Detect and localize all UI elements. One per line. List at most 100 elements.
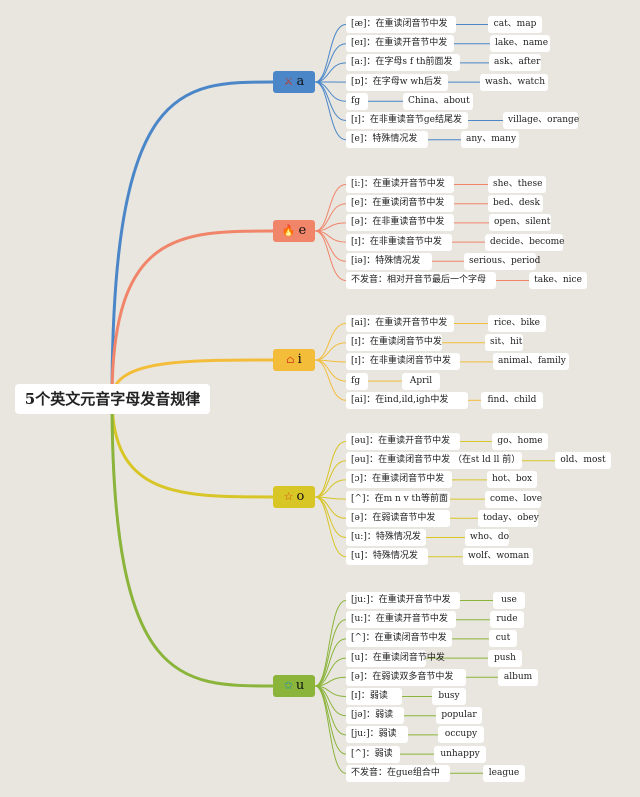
example-node: ask、after <box>489 54 541 72</box>
example-node: sit、hit <box>485 334 523 352</box>
example-node: today、obey <box>478 509 539 527</box>
rule-node: [ə]：在弱读音节中发 <box>346 509 450 527</box>
example-node: lake、name <box>490 35 550 53</box>
rule-node: [ai]：在ind,ild,igh中发 <box>346 391 468 409</box>
item-link <box>314 43 347 83</box>
root-title: 5个英文元音字母发音规律 <box>15 384 210 414</box>
rule-node: [a:]：在字母s f th前面发 <box>346 54 460 72</box>
rule-node: [e]：特殊情况发 <box>346 131 428 149</box>
example-node: cut <box>489 630 517 648</box>
item-link <box>314 222 347 232</box>
example-node: village、orange <box>503 112 579 129</box>
item-link <box>314 203 347 232</box>
fire-icon: 🔥 <box>281 224 296 237</box>
example-node: any、many <box>461 131 519 149</box>
example-node: China、about <box>403 92 473 110</box>
rule-node: [ai]：在重读开音节中发 <box>346 315 454 332</box>
star-icon: ☆ <box>283 490 294 503</box>
item-link <box>314 323 347 361</box>
rule-node: [^]：在重读闭音节中发 <box>346 630 452 648</box>
root-link-a <box>110 80 274 400</box>
rule-node: [ɪ]：在非重读音节ge结尾发 <box>346 112 468 129</box>
item-link <box>314 685 347 717</box>
rule-node: [ɪ]：弱读 <box>346 688 402 705</box>
item-link <box>314 62 347 83</box>
rule-node: fg <box>346 92 368 110</box>
item-link <box>314 342 347 361</box>
rule-node: [ju:]：在重读开音节中发 <box>346 592 460 609</box>
rule-node: [ɪ]：在非重读闭音节中发 <box>346 353 460 371</box>
root-link-o <box>110 398 274 499</box>
item-link <box>314 657 347 687</box>
example-node: league <box>483 764 525 782</box>
rule-node: [ə]：在非重读音节中发 <box>346 214 454 232</box>
example-node: unhappy <box>434 745 486 763</box>
example-node: rude <box>490 611 524 629</box>
rule-node: [ɒ]：在字母w wh后发 <box>346 73 448 91</box>
branch-letter: e <box>298 223 307 238</box>
item-link <box>314 685 347 774</box>
example-node: find、child <box>481 391 543 409</box>
item-link <box>314 230 347 281</box>
branch-letter: a <box>296 74 305 89</box>
example-node: occupy <box>438 726 484 744</box>
rule-node: [əu]：在重读开音节中发 <box>346 433 460 450</box>
rule-node: [ɪ]：在非重读音节中发 <box>346 233 452 251</box>
rule-node: [i:]：在重读开音节中发 <box>346 176 454 193</box>
branch-e: 🔥e <box>273 220 315 242</box>
rule-node: [u:]：在重读开音节中发 <box>346 611 456 629</box>
example-node: album <box>498 668 538 686</box>
example-node: push <box>488 649 522 667</box>
tools-icon: ⚔ <box>283 75 294 88</box>
branch-letter: o <box>296 489 305 504</box>
rule-node: [ɪ]：在重读闭音节中发 <box>346 334 442 352</box>
example-node: use <box>493 592 525 609</box>
example-node: April <box>402 372 440 390</box>
item-link <box>314 479 347 498</box>
root-link-e <box>110 229 274 400</box>
example-node: bed、desk <box>488 195 543 213</box>
rule-node: [u:]：特殊情况发 <box>346 529 426 546</box>
item-link <box>314 230 347 262</box>
item-link <box>314 460 347 498</box>
root-link-u <box>110 398 274 688</box>
example-node: decide、become <box>485 233 565 251</box>
rule-node: [u]：特殊情况发 <box>346 548 428 566</box>
rule-node: [ɔ]：在重读闭音节中发 <box>346 471 452 489</box>
rule-node: [jə]：弱读 <box>346 707 404 725</box>
example-node: old、most <box>555 452 611 470</box>
branch-a: ⚔a <box>273 71 315 93</box>
example-node: take、nice <box>529 272 587 289</box>
example-node: open、silent <box>489 214 551 232</box>
branch-o: ☆o <box>273 486 315 508</box>
item-link <box>314 184 347 232</box>
rule-node: [u]：在重读闭音节中发 <box>346 649 445 667</box>
rule-node: [ə]：在弱读双多音节中发 <box>346 668 466 686</box>
item-link <box>314 81 347 141</box>
rule-node: [^]：在m n v th等前面 <box>346 490 450 508</box>
rule-node: [e]：在重读闭音节中发 <box>346 195 454 213</box>
house-icon: ⌂ <box>286 353 295 366</box>
rule-node: fg <box>346 372 368 390</box>
rule-node: [əu]：在重读闭音节中发 （在st ld ll 前） <box>346 452 522 470</box>
item-link <box>314 600 347 687</box>
example-node: wash、watch <box>480 73 548 91</box>
rule-node: [ju:]：弱读 <box>346 726 408 744</box>
rule-node: [æ]：在重读闭音节中发 <box>346 16 456 33</box>
branch-i: ⌂i <box>273 349 315 371</box>
example-node: popular <box>436 707 482 725</box>
rule-node: 不发音：相对开音节最后一个字母 <box>346 272 496 289</box>
rule-node: [iə]：特殊情况发 <box>346 252 432 270</box>
item-link <box>314 685 347 736</box>
example-node: serious、period <box>464 252 540 270</box>
example-node: rice、bike <box>488 315 546 332</box>
example-node: she、these <box>488 176 546 193</box>
branch-letter: u <box>295 678 305 693</box>
example-node: go、home <box>492 433 548 450</box>
example-node: cat、map <box>488 16 542 33</box>
branch-letter: i <box>297 352 302 367</box>
item-link <box>314 496 347 558</box>
example-node: come、love <box>485 490 542 508</box>
example-node: wolf、woman <box>463 548 533 566</box>
item-link <box>314 676 347 687</box>
